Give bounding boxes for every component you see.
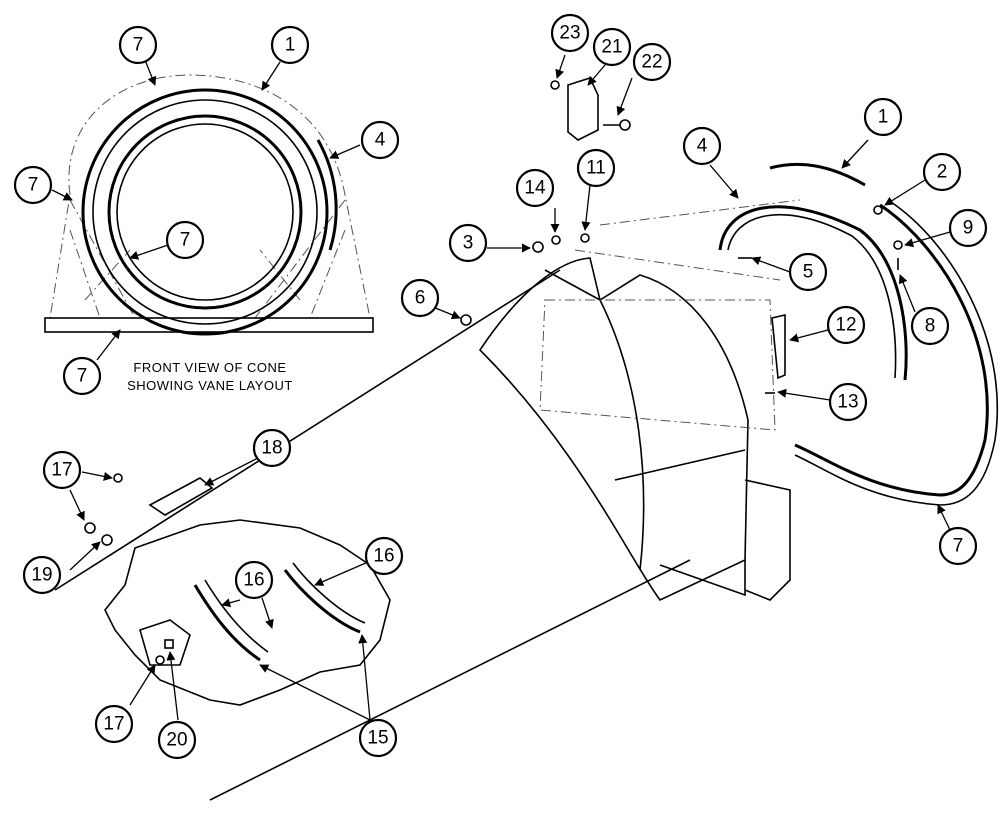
- callout-6: 6: [400, 278, 440, 318]
- caption-line-2: SHOWING VANE LAYOUT: [127, 378, 293, 393]
- svg-text:13: 13: [837, 392, 858, 413]
- svg-text:2: 2: [937, 162, 948, 183]
- callout-bubbles: 7 1 4 7 7 7 23 21 22 1 4 2 14 11 3 9 5 8…: [13, 13, 988, 760]
- callout-9: 9: [948, 208, 988, 248]
- svg-text:11: 11: [586, 158, 606, 179]
- callout-8: 8: [910, 306, 950, 346]
- svg-text:7: 7: [77, 366, 88, 387]
- cone-outer-ring: [81, 88, 329, 336]
- svg-text:17: 17: [51, 460, 72, 481]
- leader-lines: [51, 54, 951, 721]
- bracket-21: [567, 77, 599, 141]
- cutaway-panel: [84, 473, 391, 706]
- svg-text:14: 14: [524, 178, 546, 199]
- svg-text:22: 22: [641, 52, 662, 73]
- svg-text:1: 1: [878, 107, 889, 128]
- cone-collar: [478, 257, 749, 602]
- callout-23: 23: [550, 13, 590, 53]
- vane-parts: [460, 77, 999, 506]
- callout-1: 1: [270, 25, 310, 65]
- svg-text:12: 12: [835, 315, 856, 336]
- plate-18: [148, 477, 214, 516]
- svg-text:6: 6: [415, 288, 426, 309]
- svg-text:19: 19: [31, 565, 52, 586]
- callout-7: 7: [62, 356, 102, 396]
- svg-text:5: 5: [803, 262, 814, 283]
- svg-text:15: 15: [367, 728, 388, 749]
- svg-text:18: 18: [261, 438, 282, 459]
- cutaway-outline: [104, 519, 391, 706]
- strap-12: [771, 313, 786, 380]
- svg-text:4: 4: [697, 136, 708, 157]
- vane-arc: [316, 139, 338, 251]
- svg-text:9: 9: [963, 218, 974, 239]
- cone-inner-ring: [107, 114, 303, 310]
- callout-13: 13: [828, 382, 868, 422]
- vane-4: [718, 205, 908, 381]
- callout-3: 3: [448, 223, 488, 263]
- cone-base-plate: [44, 317, 374, 333]
- callout-11: 11: [576, 148, 616, 188]
- svg-text:16: 16: [373, 546, 394, 567]
- svg-text:17: 17: [103, 714, 124, 735]
- callout-20: 20: [157, 720, 197, 760]
- callout-21: 21: [592, 27, 632, 67]
- callout-5: 5: [788, 252, 828, 292]
- front-view-inset: FRONT VIEW OF CONE SHOWING VANE LAYOUT: [44, 74, 374, 393]
- callout-4: 4: [360, 120, 400, 160]
- svg-text:7: 7: [180, 230, 191, 251]
- vane-15-b: [283, 569, 361, 634]
- callout-17: 17: [94, 704, 134, 744]
- svg-text:21: 21: [601, 37, 622, 58]
- vane-1: [769, 162, 866, 187]
- callout-7: 7: [13, 165, 53, 205]
- callout-15: 15: [358, 718, 398, 758]
- svg-text:4: 4: [375, 130, 386, 151]
- cone-top-edge: [54, 269, 561, 591]
- mount-bracket: [744, 479, 791, 601]
- callout-16: 16: [364, 536, 404, 576]
- callout-7: 7: [165, 220, 205, 260]
- svg-text:23: 23: [559, 23, 580, 44]
- callout-17: 17: [42, 450, 82, 490]
- callout-2: 2: [922, 152, 962, 192]
- callout-18: 18: [252, 428, 292, 468]
- callout-12: 12: [826, 305, 866, 345]
- callout-19: 19: [22, 555, 62, 595]
- vane-15-a: [193, 584, 261, 662]
- cone-bottom-edge: [209, 559, 691, 801]
- callout-16: 16: [234, 560, 274, 600]
- caption-line-1: FRONT VIEW OF CONE: [133, 360, 286, 375]
- svg-text:16: 16: [243, 570, 264, 591]
- svg-text:3: 3: [463, 233, 474, 254]
- svg-text:7: 7: [28, 175, 39, 196]
- svg-text:7: 7: [133, 35, 144, 56]
- svg-text:20: 20: [166, 730, 187, 751]
- callout-7: 7: [938, 526, 978, 566]
- callout-1: 1: [863, 97, 903, 137]
- svg-text:8: 8: [925, 316, 936, 337]
- callout-14: 14: [515, 168, 555, 208]
- vane-7-ring: [794, 203, 989, 497]
- svg-text:1: 1: [285, 35, 296, 56]
- callout-22: 22: [632, 42, 672, 82]
- callout-4: 4: [682, 126, 722, 166]
- svg-text:7: 7: [953, 536, 964, 557]
- callout-7: 7: [118, 25, 158, 65]
- main-cone-assembly: [54, 199, 801, 801]
